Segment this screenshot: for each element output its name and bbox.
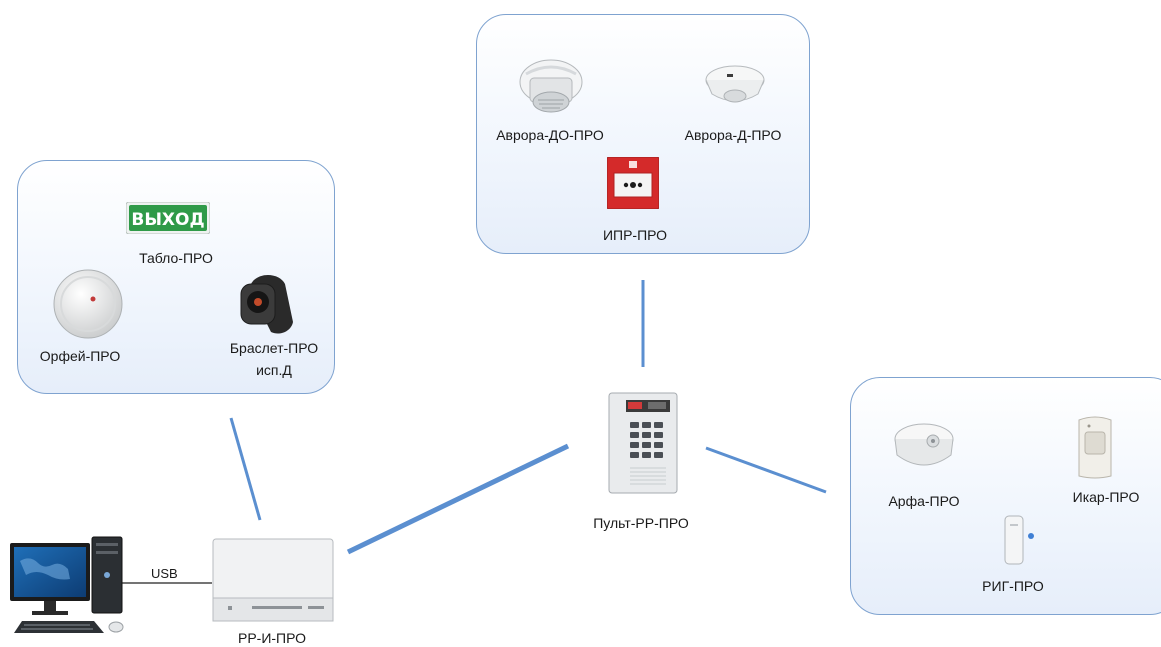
manual-call-point-icon (606, 156, 660, 210)
right-device-group (850, 377, 1161, 615)
round-sounder-icon (53, 269, 123, 339)
label-rig-pro: РИГ-ПРО (982, 578, 1044, 594)
link-left-group-to-interface (229, 417, 262, 521)
wristband-device (235, 272, 297, 336)
label-pult-rr-pro: Пульт-РР-ПРО (593, 515, 689, 531)
usb-label: USB (151, 566, 178, 581)
label-braslet-line1: Браслет-ПРО (229, 340, 319, 356)
desktop-computer-icon (10, 536, 124, 633)
heat-detector-icon (705, 65, 765, 103)
computer-device (8, 535, 130, 641)
motion-detector-ikar (1075, 414, 1115, 480)
label-ikar-pro: Икар-ПРО (1072, 489, 1140, 505)
siren-icon (894, 423, 954, 466)
label-avrora-do-pro: Аврора-ДО-ПРО (496, 127, 604, 143)
label-braslet-line2: исп.Д (256, 362, 292, 378)
exit-sign-device: ВЫХОД (125, 201, 211, 235)
interface-module-device (212, 538, 334, 622)
control-keypad-icon (608, 392, 678, 494)
link-interface-to-hub (346, 443, 570, 555)
label-orfey-pro: Орфей-ПРО (39, 348, 121, 364)
label-tablo-pro: Табло-ПРО (139, 250, 213, 266)
label-avrora-d-pro: Аврора-Д-ПРО (684, 127, 782, 143)
heat-detector-d (704, 64, 766, 110)
top-device-group (476, 14, 810, 254)
radio-extender-icon (1004, 515, 1034, 565)
link-hub-to-right-group (705, 446, 827, 494)
interface-module-icon (212, 538, 334, 622)
exit-sign-text: ВЫХОД (131, 210, 204, 230)
smoke-detector-icon (519, 59, 583, 113)
wristband-icon (240, 275, 293, 334)
control-keypad-device (608, 392, 678, 494)
label-rr-i-pro: РР-И-ПРО (237, 630, 307, 646)
sounder-device (52, 268, 124, 340)
label-ipr-pro: ИПР-ПРО (602, 227, 668, 243)
radio-extender-rig (1003, 514, 1037, 566)
smoke-detector-do (518, 54, 584, 116)
siren-arfa (893, 419, 955, 477)
label-arfa-pro: Арфа-ПРО (888, 493, 960, 509)
exit-sign-icon: ВЫХОД (125, 201, 211, 235)
manual-call-point (606, 156, 660, 210)
motion-detector-icon (1078, 416, 1112, 479)
